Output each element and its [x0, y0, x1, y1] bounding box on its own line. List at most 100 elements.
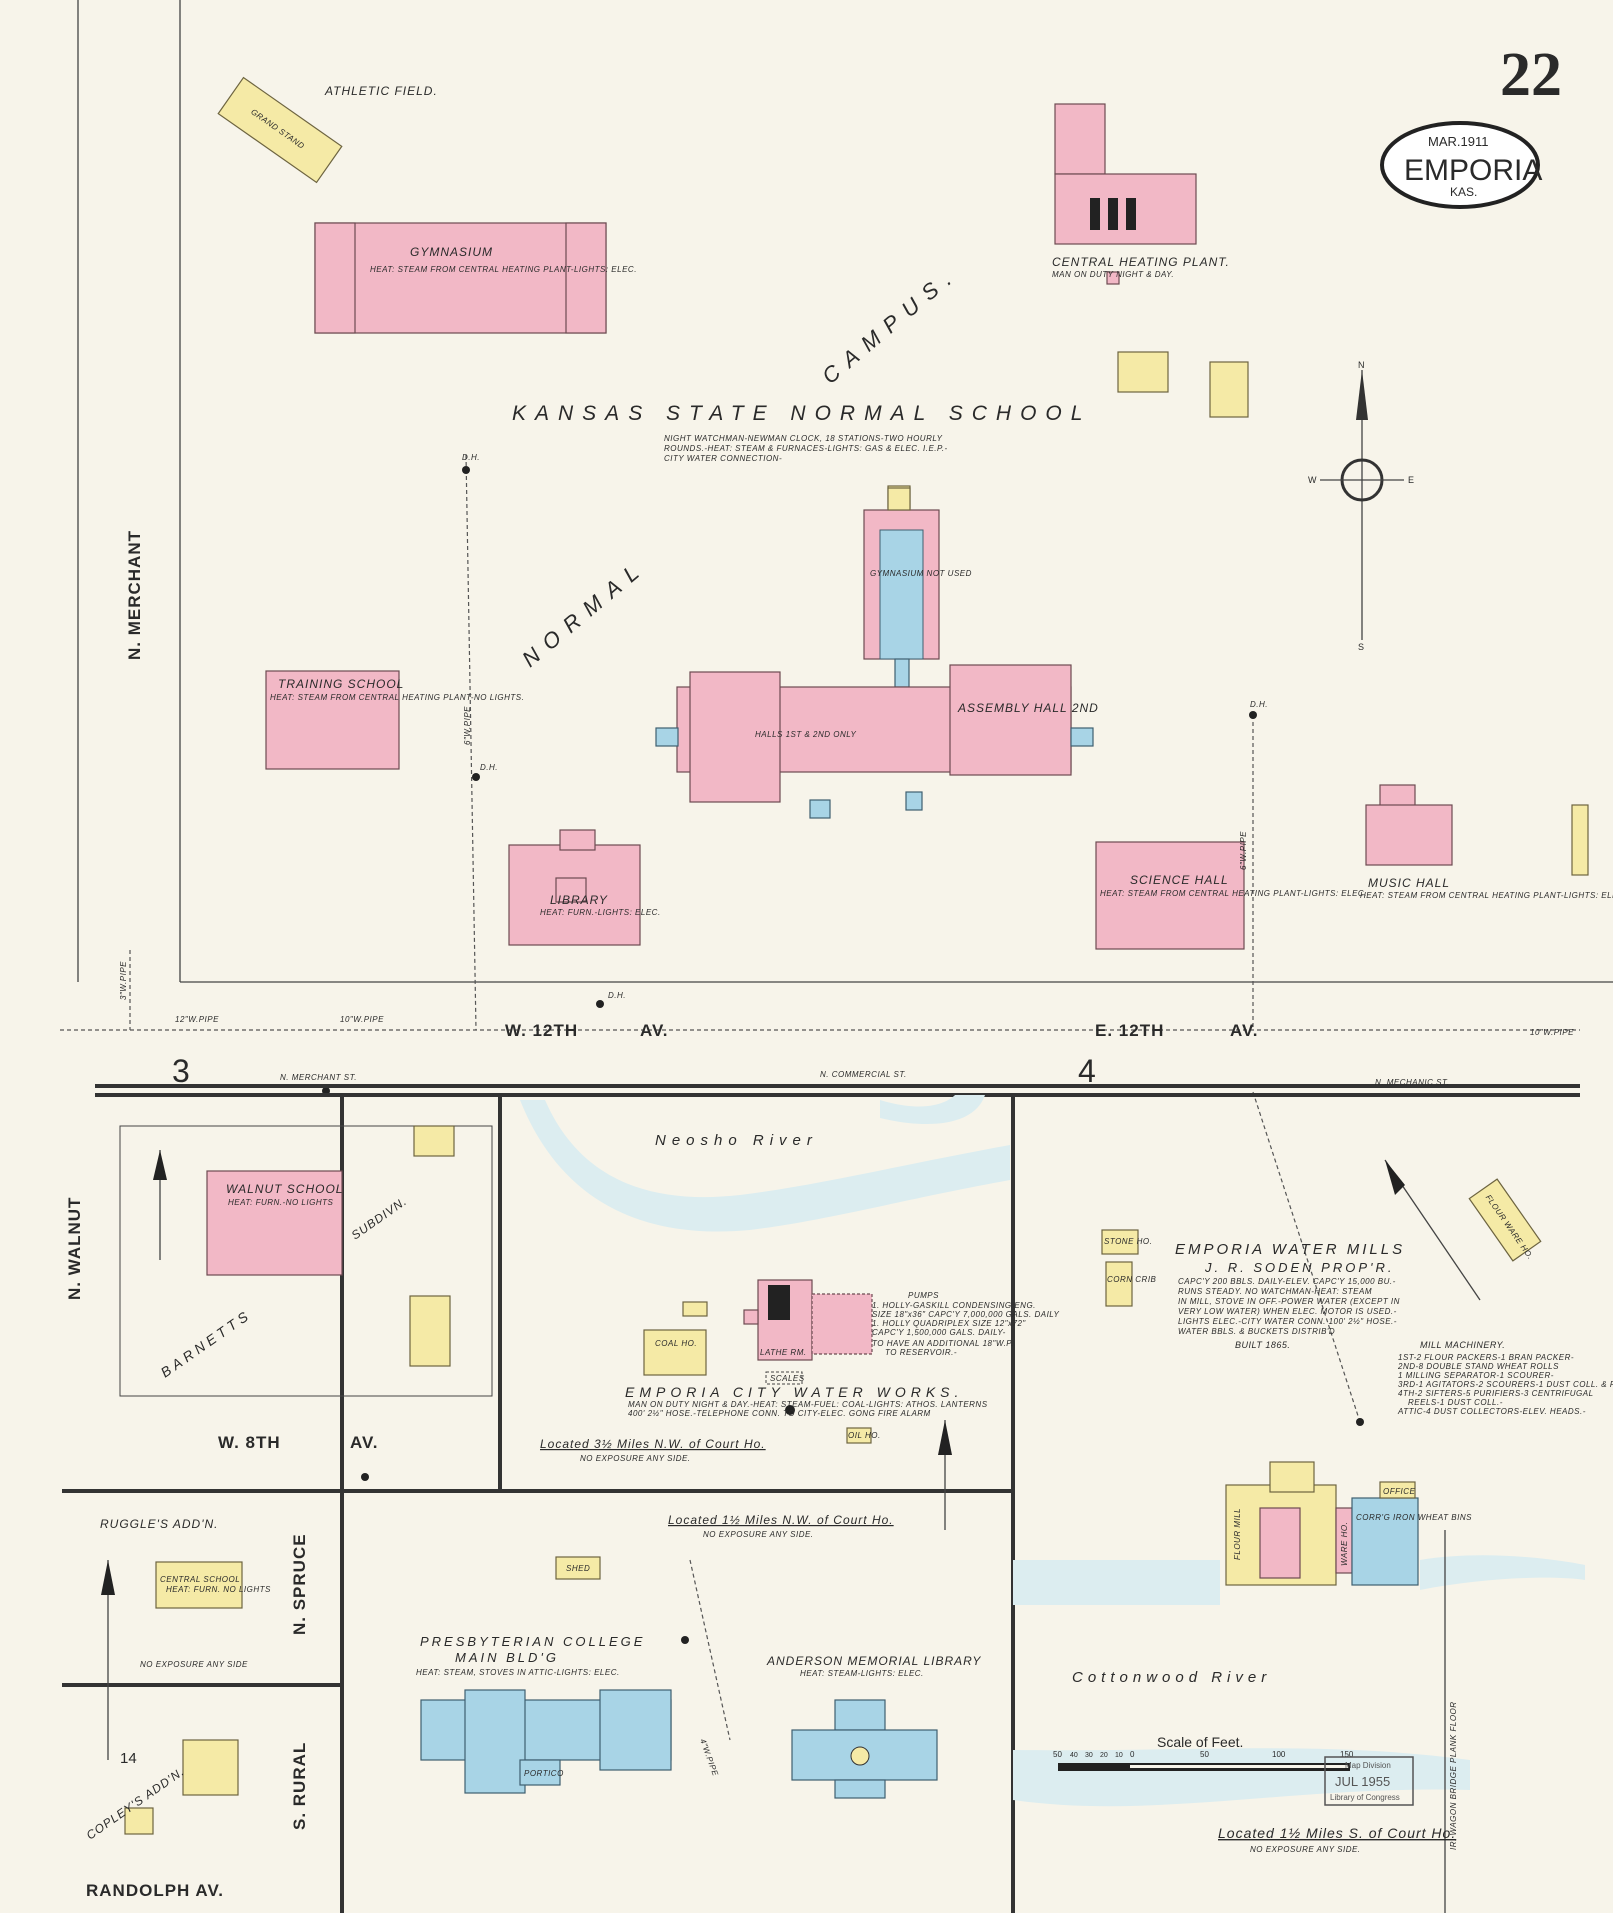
building-oil-house: OIL HO. [846, 1427, 881, 1444]
svg-text:40: 40 [1070, 1752, 1078, 1759]
svg-text:10"W.PIPE: 10"W.PIPE [340, 1015, 384, 1024]
main-bldg-title: MAIN BLD'G [455, 1650, 559, 1665]
svg-text:CORR'G IRON WHEAT BINS: CORR'G IRON WHEAT BINS [1356, 1513, 1472, 1522]
svg-text:SCIENCE HALL: SCIENCE HALL [1130, 873, 1229, 887]
mills-location: Located 1½ Miles S. of Court Ho. [1218, 1825, 1456, 1841]
svg-text:D.H.: D.H. [462, 453, 480, 462]
svg-text:HEAT: STEAM FROM CENTRAL HEATI: HEAT: STEAM FROM CENTRAL HEATING PLANT-L… [1100, 889, 1367, 898]
building-science-hall: SCIENCE HALL HEAT: STEAM FROM CENTRAL HE… [1095, 841, 1367, 950]
svg-text:6"W.PIPE: 6"W.PIPE [1239, 831, 1248, 870]
svg-text:GYMNASIUM: GYMNASIUM [410, 245, 493, 259]
cottonwood-river [1013, 1555, 1585, 1605]
svg-text:50: 50 [1053, 1750, 1062, 1759]
frame-dwelling [1209, 361, 1249, 418]
svg-text:LIBRARY: LIBRARY [550, 893, 608, 907]
svg-text:HEAT: STEAM FROM CENTRAL HEATI: HEAT: STEAM FROM CENTRAL HEATING PLANT-L… [370, 265, 637, 274]
street-n-merchant-st: N. MERCHANT ST. [280, 1073, 357, 1082]
building-presbyterian-college: PORTICO [420, 1689, 672, 1794]
svg-text:1. HOLLY QUADRIPLEX SIZE 12"x7: 1. HOLLY QUADRIPLEX SIZE 12"x72" [872, 1319, 1026, 1328]
svg-text:PORTICO: PORTICO [524, 1769, 564, 1778]
svg-text:TRAINING SCHOOL: TRAINING SCHOOL [278, 677, 404, 691]
school-note: NIGHT WATCHMAN-NEWMAN CLOCK, 18 STATIONS… [664, 434, 943, 443]
building-main-normal-school: GYMNASIUM NOT USED HALLS 1ST & 2ND ONLY … [655, 487, 1099, 819]
svg-text:OFFICE: OFFICE [1383, 1487, 1415, 1496]
svg-text:2ND-8 DOUBLE STAND WHEAT ROLLS: 2ND-8 DOUBLE STAND WHEAT ROLLS [1397, 1362, 1559, 1371]
svg-text:SIZE 18"x36" CAPC'Y 7,000,000: SIZE 18"x36" CAPC'Y 7,000,000 GALS. DAIL… [872, 1310, 1060, 1319]
building-flour-mill: FLOUR MILL OFFICE CORR'G IRON WHEAT BINS… [1225, 1461, 1472, 1586]
library-of-congress-stamp: Map Division JUL 1955 Library of Congres… [1324, 1756, 1414, 1806]
street-n-walnut: N. WALNUT [65, 1197, 84, 1300]
svg-text:MAN ON DUTY NIGHT & DAY.: MAN ON DUTY NIGHT & DAY. [1052, 270, 1174, 279]
mill-machinery-list: MILL MACHINERY. 1ST-2 FLOUR PACKERS-1 BR… [1397, 1340, 1613, 1416]
svg-text:VERY LOW WATER) WHEN ELEC. MOT: VERY LOW WATER) WHEN ELEC. MOTOR IS USED… [1178, 1307, 1397, 1316]
frame-building-edge [1571, 804, 1589, 876]
svg-text:4TH-2 SIFTERS-5 PURIFIERS-3 CE: 4TH-2 SIFTERS-5 PURIFIERS-3 CENTRIFUGAL [1398, 1389, 1594, 1398]
svg-text:MUSIC HALL: MUSIC HALL [1368, 876, 1450, 890]
cottonwood-river [1013, 1748, 1470, 1807]
street-n-commercial-st: N. COMMERCIAL ST. [820, 1070, 907, 1079]
shed-label: SHED [566, 1564, 590, 1573]
svg-text:1. HOLLY-GASKILL CONDENSING EN: 1. HOLLY-GASKILL CONDENSING ENG. [872, 1301, 1036, 1310]
svg-text:150: 150 [1340, 1750, 1354, 1759]
svg-text:KAS.: KAS. [1450, 185, 1477, 199]
athletic-field-label: ATHLETIC FIELD. [324, 84, 438, 98]
svg-text:ASSEMBLY HALL 2ND: ASSEMBLY HALL 2ND [957, 701, 1099, 715]
svg-text:10"W.PIPE: 10"W.PIPE [1530, 1028, 1574, 1037]
frame-dwelling [124, 1807, 154, 1835]
mills-note: CAPC'Y 200 BBLS. DAILY-ELEV. CAPC'Y 15,0… [1178, 1277, 1399, 1350]
shed [555, 1556, 601, 1580]
frame-dwelling [413, 1125, 455, 1157]
svg-text:1ST-2 FLOUR PACKERS-1 BRAN PAC: 1ST-2 FLOUR PACKERS-1 BRAN PACKER- [1398, 1353, 1574, 1362]
svg-text:N: N [1358, 360, 1365, 370]
street-av: AV. [640, 1021, 669, 1040]
building-gymnasium: GYMNASIUM HEAT: STEAM FROM CENTRAL HEATI… [314, 222, 637, 334]
presbyterian-note: HEAT: STEAM, STOVES IN ATTIC-LIGHTS: ELE… [416, 1668, 620, 1677]
svg-text:ATTIC-4 DUST COLLECTORS-ELEV.: ATTIC-4 DUST COLLECTORS-ELEV. HEADS.- [1397, 1407, 1586, 1416]
svg-text:S: S [1358, 642, 1364, 652]
svg-text:TO RESERVOIR.-: TO RESERVOIR.- [885, 1348, 957, 1357]
svg-text:MAR.1911: MAR.1911 [1428, 134, 1488, 149]
corn-crib [1105, 1261, 1133, 1307]
svg-text:COAL HO.: COAL HO. [655, 1339, 697, 1348]
anderson-note: HEAT: STEAM-LIGHTS: ELEC. [800, 1669, 924, 1678]
neosho-river-label: Neosho River [655, 1132, 818, 1149]
svg-text:WALNUT SCHOOL: WALNUT SCHOOL [226, 1182, 343, 1196]
svg-text:CENTRAL HEATING PLANT.: CENTRAL HEATING PLANT. [1052, 255, 1230, 269]
anderson-title: ANDERSON MEMORIAL LIBRARY [766, 1654, 981, 1668]
svg-text:BUILT 1865.: BUILT 1865. [1235, 1340, 1290, 1350]
compass-rose-icon: N E W S [1308, 360, 1414, 652]
svg-text:12"W.PIPE: 12"W.PIPE [175, 1015, 219, 1024]
street-randolph: RANDOLPH AV. [86, 1881, 224, 1900]
svg-text:MILL MACHINERY.: MILL MACHINERY. [1420, 1340, 1505, 1350]
water-works-exposure: NO EXPOSURE ANY SIDE. [580, 1454, 691, 1463]
svg-text:HEAT: STEAM FROM CENTRAL HEATI: HEAT: STEAM FROM CENTRAL HEATING PLANT-N… [270, 693, 524, 702]
svg-text:EMPORIA: EMPORIA [1404, 154, 1542, 187]
svg-text:D.H.: D.H. [1250, 700, 1268, 709]
presbyterian-title: PRESBYTERIAN COLLEGE [420, 1634, 645, 1649]
building-anderson-library [791, 1699, 938, 1799]
key-number: 4 [1078, 1053, 1096, 1089]
svg-text:OIL HO.: OIL HO. [848, 1431, 881, 1440]
svg-text:10: 10 [1115, 1752, 1123, 1759]
sheet-number: 22 [1500, 41, 1562, 109]
svg-text:CAPC'Y 200 BBLS. DAILY-ELEV. C: CAPC'Y 200 BBLS. DAILY-ELEV. CAPC'Y 15,0… [1178, 1277, 1396, 1286]
svg-text:1 MILLING SEPARATOR-1 SCOURER-: 1 MILLING SEPARATOR-1 SCOURER- [1398, 1371, 1554, 1380]
svg-text:LIGHTS ELEC.-CITY WATER CONN.: LIGHTS ELEC.-CITY WATER CONN. 100' 2½" H… [1178, 1317, 1397, 1326]
street-w-8th: W. 8TH [218, 1433, 281, 1452]
svg-text:HEAT: FURN. NO LIGHTS: HEAT: FURN. NO LIGHTS [166, 1585, 271, 1594]
stone-house [1101, 1229, 1139, 1255]
svg-text:6"W.PIPE: 6"W.PIPE [463, 706, 472, 745]
street-n-mechanic-st: N. MECHANIC ST. [1375, 1078, 1449, 1087]
building-coal-house: COAL HO. [643, 1301, 708, 1376]
ruggles-addn-label: RUGGLE'S ADD'N. [100, 1517, 219, 1531]
college-location: Located 1½ Miles N.W. of Court Ho. [668, 1513, 894, 1527]
mills-proprietor: J. R. SODEN PROP'R. [1204, 1260, 1395, 1275]
svg-text:0: 0 [1130, 1750, 1135, 1759]
bridge-label: IR. WAGON BRIDGE PLANK FLOOR [1449, 1701, 1458, 1850]
svg-text:50: 50 [1200, 1750, 1209, 1759]
pumps-note: PUMPS 1. HOLLY-GASKILL CONDENSING ENG. S… [872, 1291, 1060, 1357]
key-number: 3 [172, 1053, 190, 1089]
building-training-school: TRAINING SCHOOL HEAT: STEAM FROM CENTRAL… [265, 670, 524, 770]
street-av: AV. [350, 1433, 379, 1452]
